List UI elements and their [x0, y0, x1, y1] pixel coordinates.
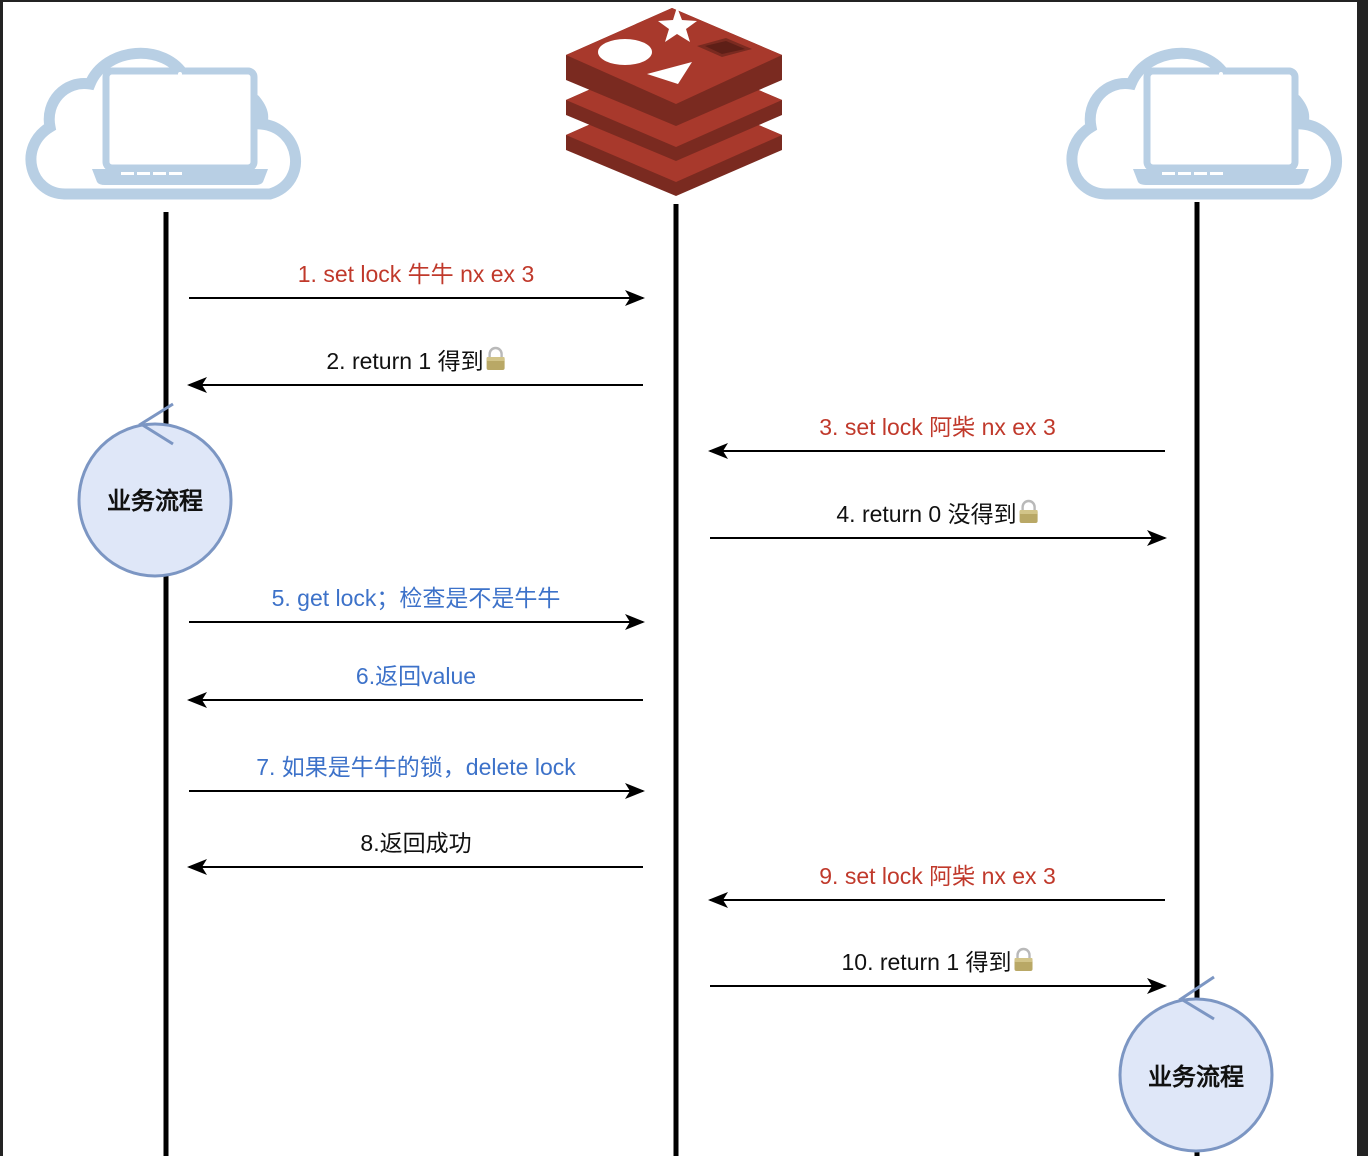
- lock-icon: [1013, 947, 1034, 973]
- process-node-label: 业务流程: [1148, 1063, 1244, 1091]
- message-3: 3. set lock 阿柴 nx ex 3: [708, 414, 1165, 459]
- message-label: 9. set lock 阿柴 nx ex 3: [819, 863, 1055, 889]
- message-2: 2. return 1 得到: [187, 346, 643, 393]
- message-1: 1. set lock 牛牛 nx ex 3: [189, 261, 645, 306]
- message-label: 8.返回成功: [360, 830, 471, 856]
- message-9: 9. set lock 阿柴 nx ex 3: [708, 863, 1165, 908]
- redis-logo-icon: [566, 7, 782, 196]
- message-7: 7. 如果是牛牛的锁，delete lock: [189, 754, 645, 799]
- process-node-label: 业务流程: [107, 487, 203, 515]
- process-node-client-b: 业务流程: [1118, 975, 1274, 1153]
- message-label: 3. set lock 阿柴 nx ex 3: [819, 414, 1055, 440]
- message-5: 5. get lock；检查是不是牛牛: [189, 585, 645, 630]
- message-4: 4. return 0 没得到: [710, 499, 1167, 546]
- message-label: 7. 如果是牛牛的锁，delete lock: [256, 754, 576, 780]
- process-node-client-a: 业务流程: [77, 402, 233, 578]
- client-b-cloud-laptop-icon: [1072, 53, 1337, 194]
- message-label: 2. return 1 得到: [326, 348, 483, 374]
- message-list: 1. set lock 牛牛 nx ex 3 2. return 1 得到 3. s…: [187, 261, 1167, 994]
- sequence-diagram: 1. set lock 牛牛 nx ex 3 2. return 1 得到 3. s…: [3, 7, 1357, 1156]
- message-label: 1. set lock 牛牛 nx ex 3: [298, 261, 534, 287]
- message-label: 4. return 0 没得到: [836, 501, 1016, 527]
- message-6: 6.返回value: [187, 663, 643, 708]
- message-10: 10. return 1 得到: [710, 947, 1167, 994]
- message-label: 6.返回value: [356, 663, 476, 689]
- message-8: 8.返回成功: [187, 830, 643, 875]
- lock-icon: [1018, 499, 1039, 525]
- message-label: 10. return 1 得到: [841, 949, 1011, 975]
- client-a-cloud-laptop-icon: [31, 53, 296, 194]
- lock-icon: [485, 346, 506, 372]
- diagram-canvas: 1. set lock 牛牛 nx ex 3 2. return 1 得到 3. s…: [3, 2, 1357, 1156]
- message-label: 5. get lock；检查是不是牛牛: [272, 585, 561, 611]
